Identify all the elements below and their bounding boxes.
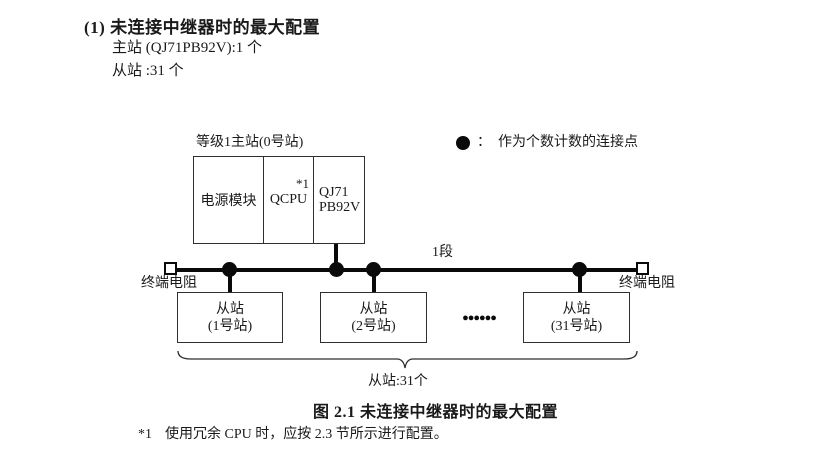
cpu-footnote-ref: *1 bbox=[296, 176, 309, 191]
slave2-station: (2号站) bbox=[351, 318, 396, 334]
slave-count-line: 从站 :31 个 bbox=[112, 63, 184, 79]
bus-line bbox=[171, 268, 643, 272]
section-title: (1) 未连接中继器时的最大配置 bbox=[84, 18, 321, 37]
terminator-square-left bbox=[164, 262, 177, 275]
connection-point-icon bbox=[456, 136, 470, 150]
slave-station-box-2: 从站 (2号站) bbox=[320, 292, 427, 343]
slave1-station: (1号站) bbox=[207, 318, 253, 334]
slaves-ellipsis: ●●●●●● bbox=[462, 312, 497, 324]
legend-label: 作为个数计数的连接点 bbox=[498, 135, 638, 150]
cpu-cell: QCPU *1 bbox=[264, 157, 314, 243]
master-station-box: 电源模块 QCPU *1 QJ71 PB92V bbox=[193, 156, 365, 244]
master-count-line: 主站 (QJ71PB92V):1 个 bbox=[112, 40, 263, 56]
terminator-label-right: 终端电阻 bbox=[619, 276, 675, 291]
pb92v-line2: PB92V bbox=[319, 200, 361, 215]
footnote-text: 使用冗余 CPU 时，应按 2.3 节所示进行配置。 bbox=[165, 427, 448, 442]
connection-point-dot-1 bbox=[222, 262, 237, 277]
connection-point-dot-master bbox=[329, 262, 344, 277]
cpu-label: QCPU bbox=[269, 192, 308, 207]
master-station-label: 等级1主站(0号站) bbox=[196, 135, 304, 150]
slave31-station: (31号站) bbox=[550, 318, 603, 334]
segment-label: 1段 bbox=[432, 245, 453, 260]
slave-station-box-1: 从站 (1号站) bbox=[177, 292, 283, 343]
slave2-name: 从站 bbox=[359, 301, 388, 317]
terminator-square-right bbox=[636, 262, 649, 275]
legend: ： 作为个数计数的连接点 bbox=[456, 135, 638, 151]
terminator-label-left: 终端电阻 bbox=[141, 276, 197, 291]
figure-caption: 图 2.1 未连接中继器时的最大配置 bbox=[313, 404, 559, 421]
pb92v-line1: QJ71 bbox=[319, 185, 349, 200]
slave31-name: 从站 bbox=[562, 301, 591, 317]
slave1-name: 从站 bbox=[216, 301, 244, 317]
pb92v-cell: QJ71 PB92V bbox=[314, 157, 364, 243]
slave1-drop-line bbox=[228, 270, 232, 293]
connection-point-dot-31 bbox=[572, 262, 587, 277]
connection-point-dot-2 bbox=[366, 262, 381, 277]
power-module-cell: 电源模块 bbox=[194, 157, 264, 243]
slave31-drop-line bbox=[578, 270, 582, 293]
footnote-marker: *1 bbox=[138, 427, 152, 442]
slaves-brace bbox=[177, 350, 638, 369]
brace-label: 从站:31个 bbox=[368, 374, 428, 389]
slave2-drop-line bbox=[372, 270, 376, 293]
legend-separator: ： bbox=[477, 135, 491, 150]
slave-station-box-31: 从站 (31号站) bbox=[523, 292, 630, 343]
master-drop-line bbox=[334, 244, 338, 268]
